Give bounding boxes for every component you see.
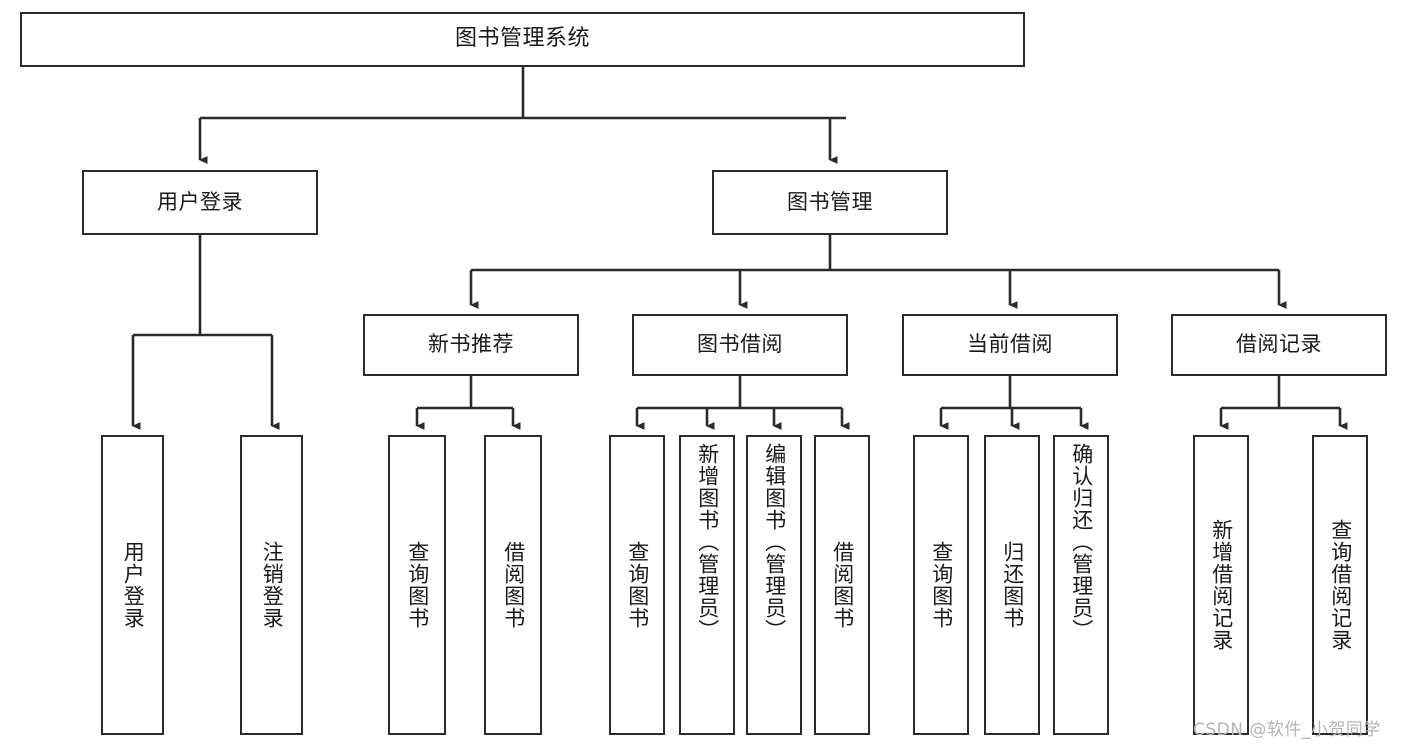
node-leaf-query-book-3-label: 查询图书 (929, 541, 954, 629)
node-user-login[interactable]: 用户登录 (82, 170, 318, 235)
node-leaf-query-book-1[interactable]: 查询图书 (388, 435, 446, 735)
node-leaf-edit-book[interactable]: 编辑图书（管理员） (746, 435, 802, 735)
node-leaf-confirm-return[interactable]: 确认归还（管理员） (1053, 435, 1109, 735)
node-leaf-query-book-1-label: 查询图书 (405, 541, 430, 629)
node-leaf-user-login-label: 用户登录 (121, 541, 146, 629)
node-book-manage[interactable]: 图书管理 (712, 170, 948, 235)
node-leaf-confirm-return-label: 确认归还（管理员） (1069, 443, 1094, 641)
node-leaf-query-book-2-label: 查询图书 (625, 541, 650, 629)
csdn-watermark: CSDN @软件_小贺同学 (1193, 720, 1381, 740)
node-book-manage-label: 图书管理 (787, 189, 873, 214)
node-leaf-return-book[interactable]: 归还图书 (984, 435, 1040, 735)
node-book-borrow-label: 图书借阅 (697, 332, 783, 357)
node-leaf-borrow-book-1-label: 借阅图书 (501, 541, 526, 629)
node-leaf-borrow-book-2-label: 借阅图书 (830, 541, 855, 629)
node-leaf-add-record[interactable]: 新增借阅记录 (1193, 435, 1249, 735)
node-leaf-edit-book-label: 编辑图书（管理员） (762, 443, 787, 641)
node-leaf-query-record[interactable]: 查询借阅记录 (1312, 435, 1368, 735)
node-root[interactable]: 图书管理系统 (20, 12, 1025, 67)
node-current-borrow[interactable]: 当前借阅 (902, 314, 1118, 376)
node-leaf-add-book-label: 新增图书（管理员） (695, 443, 720, 641)
node-leaf-return-book-label: 归还图书 (1000, 541, 1025, 629)
node-user-login-label: 用户登录 (157, 189, 243, 214)
node-new-book-recommend-label: 新书推荐 (428, 332, 514, 357)
node-leaf-query-book-3[interactable]: 查询图书 (913, 435, 969, 735)
node-leaf-user-login[interactable]: 用户登录 (101, 435, 164, 735)
node-leaf-add-record-label: 新增借阅记录 (1209, 519, 1234, 651)
node-leaf-add-book[interactable]: 新增图书（管理员） (679, 435, 735, 735)
node-current-borrow-label: 当前借阅 (967, 332, 1053, 357)
node-root-label: 图书管理系统 (454, 26, 590, 52)
node-borrow-record[interactable]: 借阅记录 (1171, 314, 1387, 376)
node-leaf-query-record-label: 查询借阅记录 (1328, 519, 1353, 651)
node-leaf-borrow-book-2[interactable]: 借阅图书 (814, 435, 870, 735)
node-borrow-record-label: 借阅记录 (1236, 332, 1322, 357)
node-new-book-recommend[interactable]: 新书推荐 (363, 314, 579, 376)
node-book-borrow[interactable]: 图书借阅 (632, 314, 848, 376)
node-leaf-user-logout[interactable]: 注销登录 (240, 435, 303, 735)
node-leaf-borrow-book-1[interactable]: 借阅图书 (484, 435, 542, 735)
node-leaf-query-book-2[interactable]: 查询图书 (609, 435, 665, 735)
node-leaf-user-logout-label: 注销登录 (260, 541, 285, 629)
